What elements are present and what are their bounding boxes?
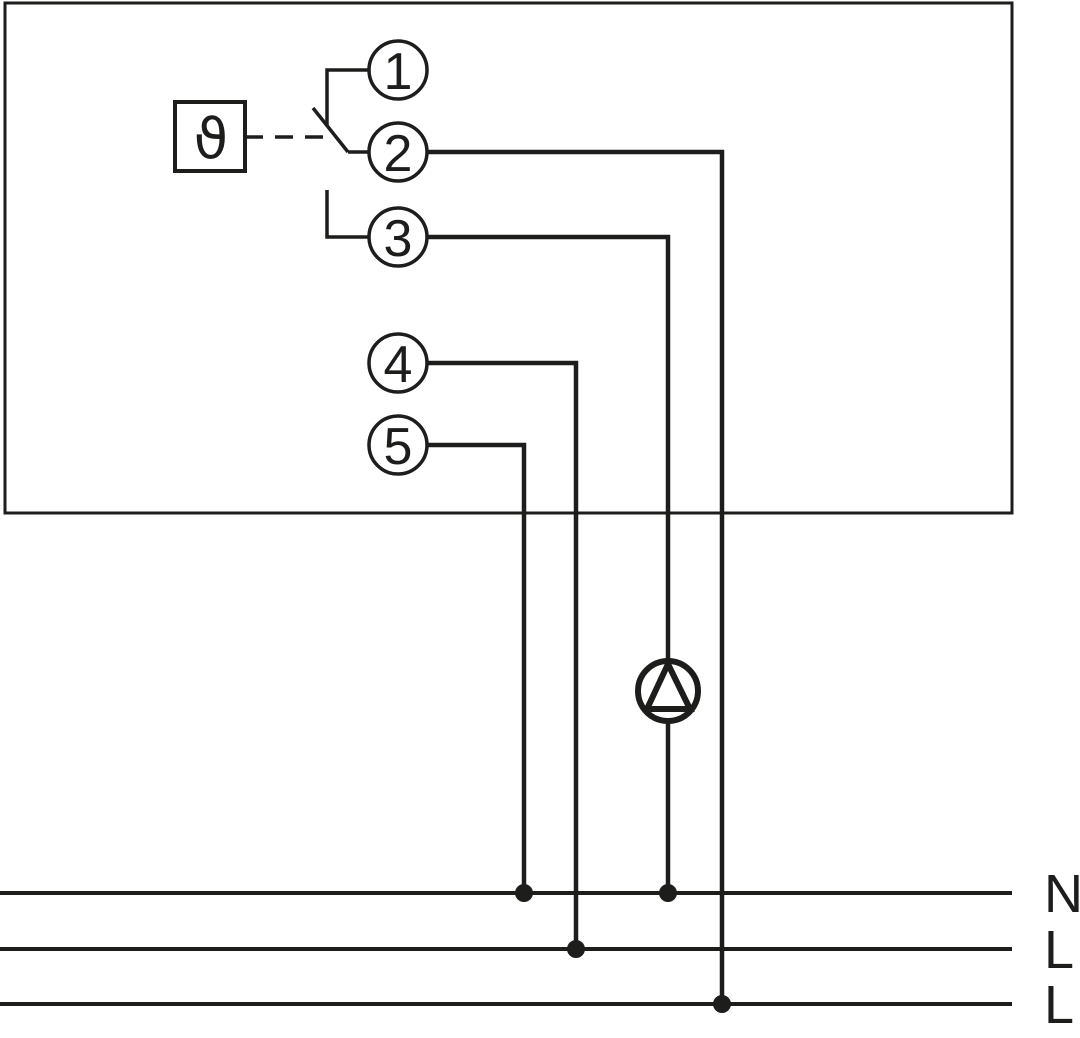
power-rails xyxy=(0,891,1012,1006)
changeover-switch-icon xyxy=(311,68,370,239)
wire-terminal3-to-N-via-pump xyxy=(427,234,671,893)
terminal-4-circle xyxy=(367,332,429,394)
pump-icon xyxy=(635,657,701,724)
power-label-L2: L xyxy=(1044,975,1074,1035)
wire-terminal5-to-N xyxy=(427,442,527,893)
switch-contact-terminal3 xyxy=(325,190,369,239)
junction-dot-pump-N xyxy=(659,884,677,902)
terminal-5-label: 5 xyxy=(384,418,413,476)
terminal-2: 2 xyxy=(367,121,429,183)
terminal-2-circle xyxy=(367,121,429,183)
terminal-3: 3 xyxy=(367,206,429,268)
junction-dot-t4-L1 xyxy=(567,940,585,958)
wire-terminal4-to-L1 xyxy=(427,360,579,949)
junction-dot-t2-L2 xyxy=(713,995,731,1013)
wire-terminal2-to-L2 xyxy=(427,149,725,1004)
pump-triangle xyxy=(642,657,695,712)
power-label-L1: L xyxy=(1044,920,1074,980)
terminal-3-circle xyxy=(367,206,429,268)
terminal-1: 1 xyxy=(367,39,429,101)
terminal-1-label: 1 xyxy=(384,43,413,101)
terminal-5-circle xyxy=(367,414,429,476)
power-label-N: N xyxy=(1044,864,1080,924)
junction-dot-t5-N xyxy=(515,884,533,902)
power-rail-labels: N L L xyxy=(1044,864,1080,1035)
terminals: 1 2 3 4 5 xyxy=(367,39,429,476)
switch-contact-terminal1 xyxy=(325,68,369,125)
terminal-2-label: 2 xyxy=(384,125,413,183)
thermostat-icon: ϑ xyxy=(173,100,336,173)
terminal-5: 5 xyxy=(367,414,429,476)
terminal-3-label: 3 xyxy=(384,210,413,268)
terminal-1-circle xyxy=(367,39,429,101)
terminal-4-label: 4 xyxy=(384,336,413,394)
thermostat-theta-glyph: ϑ xyxy=(194,107,229,172)
device-outline xyxy=(3,1,1014,515)
wires xyxy=(427,149,725,1004)
junction-dots xyxy=(515,884,731,1013)
terminal-4: 4 xyxy=(367,332,429,394)
switch-blade xyxy=(311,106,350,154)
